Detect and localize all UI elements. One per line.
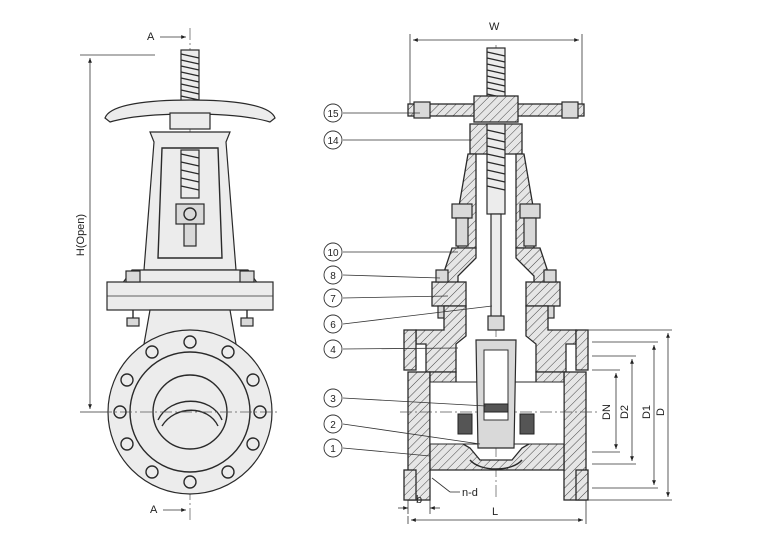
callout-7: 7 bbox=[323, 288, 449, 308]
stem-thread-top bbox=[180, 49, 200, 103]
callout-14: 14 bbox=[323, 130, 472, 150]
svg-text:15: 15 bbox=[327, 109, 339, 120]
dim-label-d1: D1 bbox=[641, 405, 653, 419]
dim-label-dn: DN bbox=[601, 404, 613, 420]
svg-text:3: 3 bbox=[330, 394, 336, 405]
dim-label-l: L bbox=[492, 506, 498, 518]
bonnet-flange-section bbox=[431, 281, 467, 307]
callout-10: 10 bbox=[323, 242, 458, 262]
svg-text:4: 4 bbox=[330, 345, 336, 356]
section-label-a-bottom: A bbox=[150, 504, 158, 516]
svg-text:10: 10 bbox=[327, 248, 339, 259]
callout-8: 8 bbox=[323, 265, 441, 285]
section-view: W bbox=[323, 21, 672, 524]
callout-6: 6 bbox=[323, 305, 493, 334]
dim-label-n-d: n-d bbox=[462, 487, 478, 499]
callout-15: 15 bbox=[323, 103, 420, 123]
svg-text:14: 14 bbox=[327, 136, 339, 147]
svg-text:6: 6 bbox=[330, 320, 336, 331]
callout-1: 1 bbox=[323, 438, 431, 458]
callout-2: 2 bbox=[323, 414, 481, 445]
callout-4: 4 bbox=[323, 339, 459, 359]
callout-3: 3 bbox=[323, 388, 487, 408]
dim-label-d: D bbox=[655, 408, 667, 416]
svg-text:7: 7 bbox=[330, 294, 336, 305]
section-label-a-top: A bbox=[147, 31, 155, 43]
svg-text:1: 1 bbox=[330, 444, 336, 455]
dim-label-d2: D2 bbox=[619, 405, 631, 419]
end-flange-front bbox=[100, 329, 280, 495]
svg-text:8: 8 bbox=[330, 271, 336, 282]
dim-label-w: W bbox=[489, 21, 500, 33]
dim-label-h-open: H(Open) bbox=[75, 214, 87, 256]
handwheel-front bbox=[104, 99, 276, 123]
svg-text:2: 2 bbox=[330, 420, 336, 431]
front-view: H(Open) A bbox=[75, 28, 280, 520]
dim-label-b: b bbox=[416, 494, 422, 506]
